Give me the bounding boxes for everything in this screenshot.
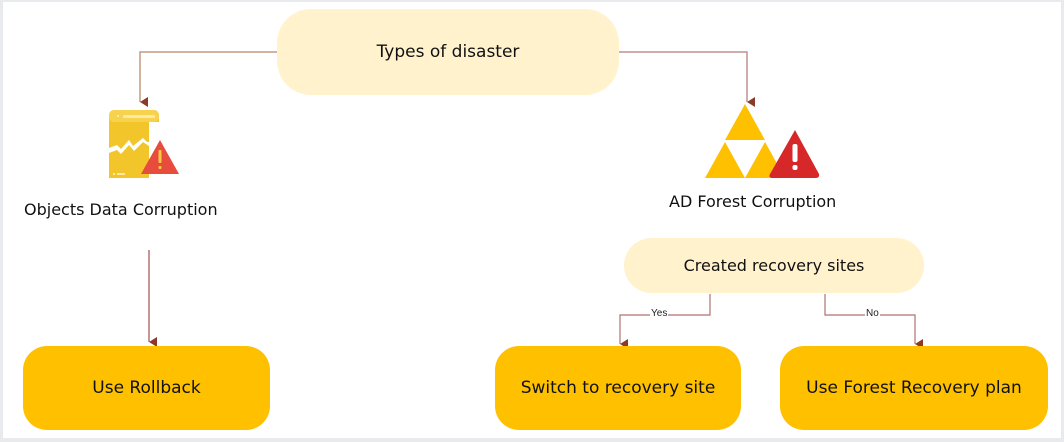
connector-yes: [619, 294, 711, 349]
switch-to-recovery-site-label: Switch to recovery site: [520, 378, 716, 398]
decision-node-label: Created recovery sites: [683, 256, 865, 275]
connector-no: [824, 294, 923, 349]
use-forest-recovery-plan-label: Use Forest Recovery plan: [806, 378, 1022, 398]
corrupted-document-warning-icon: [109, 110, 179, 178]
use-forest-recovery-plan-node: Use Forest Recovery plan: [780, 346, 1048, 430]
root-node-label: Types of disaster: [376, 42, 520, 62]
objects-data-corruption-label: Objects Data Corruption: [24, 200, 218, 219]
ad-forest-corruption-label: AD Forest Corruption: [669, 192, 837, 211]
connector-root-to-objects: [139, 51, 280, 107]
root-node: Types of disaster: [277, 9, 619, 95]
edge-label-no: No: [865, 308, 880, 319]
use-rollback-label: Use Rollback: [92, 378, 201, 398]
edge-label-yes: Yes: [650, 308, 669, 319]
connector-root-to-forest: [616, 51, 755, 107]
diagram-canvas: Types of disaster Objects Data Corruptio…: [3, 2, 1061, 438]
forest-triangles-warning-icon: [705, 104, 820, 178]
switch-to-recovery-site-node: Switch to recovery site: [495, 346, 741, 430]
decision-node: Created recovery sites: [624, 238, 924, 293]
use-rollback-node: Use Rollback: [23, 346, 270, 430]
